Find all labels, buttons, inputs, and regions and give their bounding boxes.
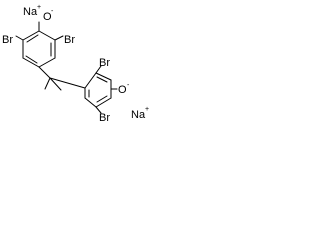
lower-c-br-bottom-bond bbox=[95, 106, 102, 114]
chemical-structure-diagram: Na + O - Br Br Br O - Br Na + bbox=[2, 4, 149, 124]
lower-ring-bond bbox=[84, 97, 97, 108]
upper-ring-bond bbox=[22, 57, 40, 68]
oxygen-bottom-label: O bbox=[118, 84, 127, 96]
lower-ring-bond bbox=[95, 72, 112, 81]
upper-c-br-right-bond bbox=[54, 35, 64, 41]
upper-ring-double-bond bbox=[25, 55, 38, 64]
upper-ring-double-bond bbox=[26, 34, 39, 43]
sodium-top-charge: + bbox=[37, 4, 41, 11]
lower-ring-bond bbox=[95, 97, 112, 108]
bromine-top-right-label: Br bbox=[64, 34, 75, 46]
upper-benzene-ring bbox=[22, 30, 56, 68]
central-to-lower-ring-bond bbox=[49, 77, 86, 89]
isopropylidene-bridge bbox=[44, 77, 62, 91]
lower-benzene-ring bbox=[84, 72, 112, 108]
bromine-top-left-label: Br bbox=[2, 34, 13, 46]
upper-ring-to-central-bond bbox=[38, 66, 51, 79]
upper-ring-bond bbox=[38, 57, 56, 68]
sodium-top-label: Na bbox=[23, 6, 38, 18]
lower-ring-double-bond bbox=[96, 95, 108, 103]
upper-c-br-left-bond bbox=[15, 35, 24, 41]
sodium-bottom-charge: + bbox=[145, 106, 149, 113]
bromine-lower-bottom-label: Br bbox=[99, 112, 110, 124]
upper-ring-bond bbox=[38, 30, 56, 41]
lower-ring-bond bbox=[84, 72, 97, 89]
oxygen-bottom-charge: - bbox=[127, 82, 130, 89]
central-to-methyl-left-bond bbox=[44, 77, 51, 90]
sodium-bottom-label: Na bbox=[131, 109, 146, 121]
oxygen-top-charge: - bbox=[51, 8, 54, 15]
lower-ring-double-bond bbox=[96, 76, 108, 83]
oxygen-top-label: O bbox=[43, 11, 52, 23]
lower-c-br-top-bond bbox=[95, 65, 102, 74]
bromine-lower-top-label: Br bbox=[99, 57, 110, 69]
upper-ring-bond bbox=[22, 30, 40, 41]
central-to-methyl-right-bond bbox=[49, 77, 62, 91]
